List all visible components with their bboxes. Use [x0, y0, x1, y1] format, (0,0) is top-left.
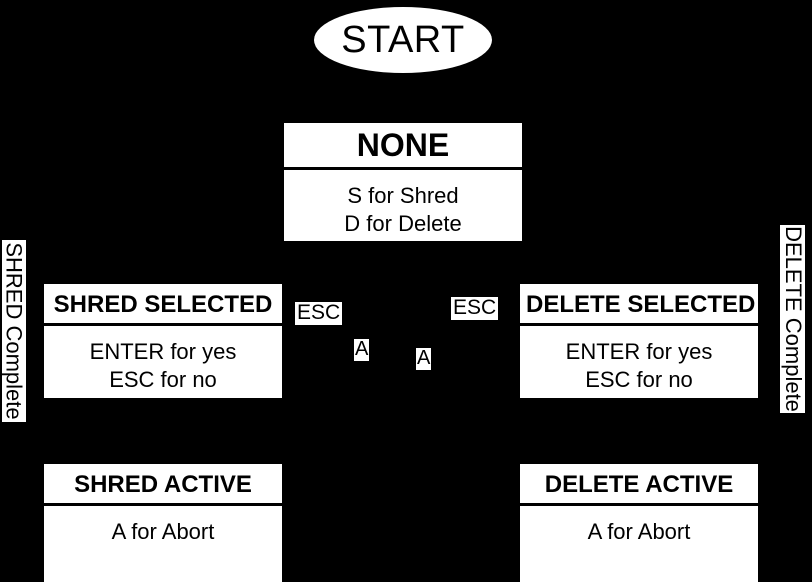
edge-label-shred-abort: A	[354, 338, 370, 361]
edge-label-shred-complete: SHRED Complete	[2, 240, 27, 422]
state-node-start[interactable]: START	[314, 7, 492, 73]
state-shred-active-title: SHRED ACTIVE	[44, 464, 282, 507]
state-shred-selected-body: ENTER for yes ESC for no	[44, 326, 282, 404]
state-none-body: S for Shred D for Delete	[284, 170, 522, 248]
state-delete-active-body: A for Abort	[520, 506, 758, 582]
state-delete-selected-title: DELETE SELECTED	[520, 284, 758, 327]
state-node-delete-active[interactable]: DELETE ACTIVE A for Abort	[520, 464, 758, 582]
edge-label-delete-esc: ESC	[451, 296, 499, 320]
state-delete-selected-body-line-2: ESC for no	[585, 367, 693, 393]
state-none-body-line-1: S for Shred	[347, 182, 459, 208]
state-node-shred-active[interactable]: SHRED ACTIVE A for Abort	[44, 464, 282, 582]
state-node-none[interactable]: NONE S for Shred D for Delete	[284, 123, 522, 241]
state-shred-selected-title: SHRED SELECTED	[44, 284, 282, 327]
edge-label-delete-complete-text: DELETE Complete	[780, 226, 806, 412]
state-delete-selected-body-line-1: ENTER for yes	[565, 339, 713, 365]
state-node-shred-selected[interactable]: SHRED SELECTED ENTER for yes ESC for no	[44, 284, 282, 398]
state-none-title: NONE	[284, 123, 522, 170]
state-shred-selected-body-line-2: ESC for no	[109, 367, 217, 393]
state-delete-active-body-line-1: A for Abort	[587, 519, 691, 545]
state-delete-active-title: DELETE ACTIVE	[520, 464, 758, 507]
edge-label-delete-abort: A	[416, 347, 432, 370]
state-node-delete-selected[interactable]: DELETE SELECTED ENTER for yes ESC for no	[520, 284, 758, 398]
edge-label-shred-complete-text: SHRED Complete	[2, 242, 27, 420]
state-shred-active-body: A for Abort	[44, 506, 282, 582]
state-none-body-line-2: D for Delete	[344, 210, 462, 236]
state-shred-selected-body-line-1: ENTER for yes	[89, 339, 237, 365]
edge-label-shred-esc: ESC	[295, 301, 343, 325]
state-delete-selected-body: ENTER for yes ESC for no	[520, 326, 758, 404]
state-start-label: START	[341, 19, 465, 61]
state-shred-active-body-line-1: A for Abort	[111, 519, 215, 545]
edge-label-delete-complete: DELETE Complete	[780, 225, 806, 413]
